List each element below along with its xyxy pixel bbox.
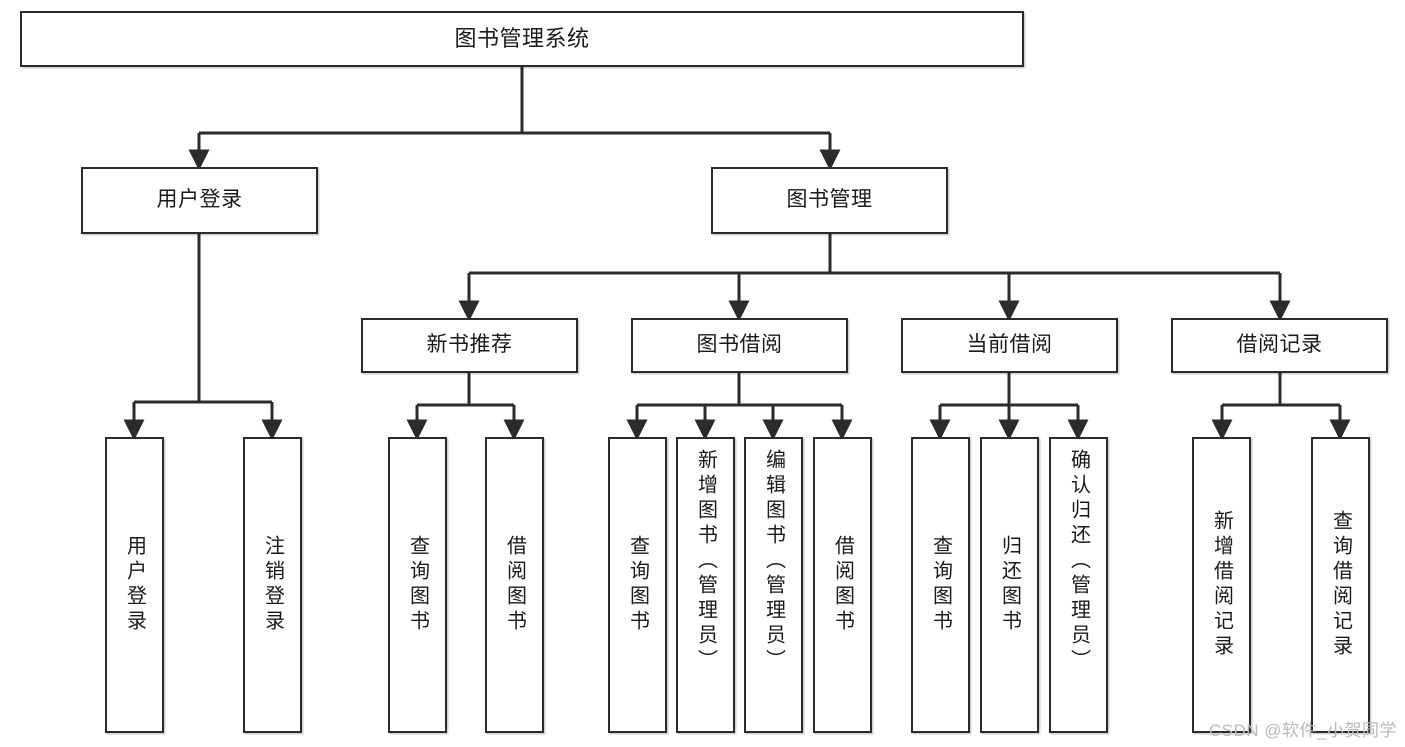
- node-label: 新增借阅记录: [1210, 510, 1233, 660]
- leaf-edit-book-admin[interactable]: 编辑图书（管理员）: [744, 437, 803, 733]
- node-label: 新增图书（管理员）: [694, 449, 717, 674]
- node-label: 归还图书: [998, 535, 1021, 635]
- leaf-query-book-recommend[interactable]: 查询图书: [388, 437, 447, 733]
- node-label: 用户登录: [156, 188, 243, 212]
- leaf-borrow-book-recommend[interactable]: 借阅图书: [485, 437, 544, 733]
- node-current-borrow[interactable]: 当前借阅: [901, 318, 1118, 373]
- node-label: 查询图书: [929, 535, 952, 635]
- node-label: 图书管理系统: [454, 26, 590, 52]
- leaf-logout[interactable]: 注销登录: [243, 437, 302, 733]
- node-label: 查询图书: [626, 535, 649, 635]
- node-label: 借阅图书: [503, 535, 526, 635]
- node-borrow-record[interactable]: 借阅记录: [1171, 318, 1388, 373]
- leaf-user-login[interactable]: 用户登录: [105, 437, 164, 733]
- leaf-query-borrow-record[interactable]: 查询借阅记录: [1311, 437, 1370, 733]
- node-book-management[interactable]: 图书管理: [711, 167, 948, 234]
- leaf-confirm-return-admin[interactable]: 确认归还（管理员）: [1049, 437, 1108, 733]
- node-label: 图书借阅: [696, 333, 783, 357]
- leaf-add-borrow-record[interactable]: 新增借阅记录: [1192, 437, 1251, 733]
- node-book-borrow[interactable]: 图书借阅: [631, 318, 848, 373]
- node-label: 当前借阅: [966, 333, 1053, 357]
- leaf-query-book-borrow[interactable]: 查询图书: [608, 437, 667, 733]
- node-label: 用户登录: [123, 535, 146, 635]
- node-label: 确认归还（管理员）: [1067, 449, 1090, 674]
- node-label: 图书管理: [786, 188, 873, 212]
- node-label: 注销登录: [261, 535, 284, 635]
- node-label: 借阅图书: [831, 535, 854, 635]
- leaf-query-book-current[interactable]: 查询图书: [911, 437, 970, 733]
- leaf-return-book[interactable]: 归还图书: [980, 437, 1039, 733]
- node-label: 新书推荐: [426, 333, 513, 357]
- node-label: 查询借阅记录: [1329, 510, 1352, 660]
- node-new-book-recommendation[interactable]: 新书推荐: [361, 318, 578, 373]
- node-label: 借阅记录: [1236, 333, 1323, 357]
- node-label: 编辑图书（管理员）: [762, 449, 785, 674]
- csdn-watermark: CSDN @软件_小贺同学: [1208, 721, 1397, 740]
- node-root-book-management-system[interactable]: 图书管理系统: [20, 11, 1024, 67]
- node-user-login[interactable]: 用户登录: [81, 167, 318, 234]
- leaf-add-book-admin[interactable]: 新增图书（管理员）: [676, 437, 735, 733]
- node-label: 查询图书: [406, 535, 429, 635]
- leaf-borrow-book[interactable]: 借阅图书: [813, 437, 872, 733]
